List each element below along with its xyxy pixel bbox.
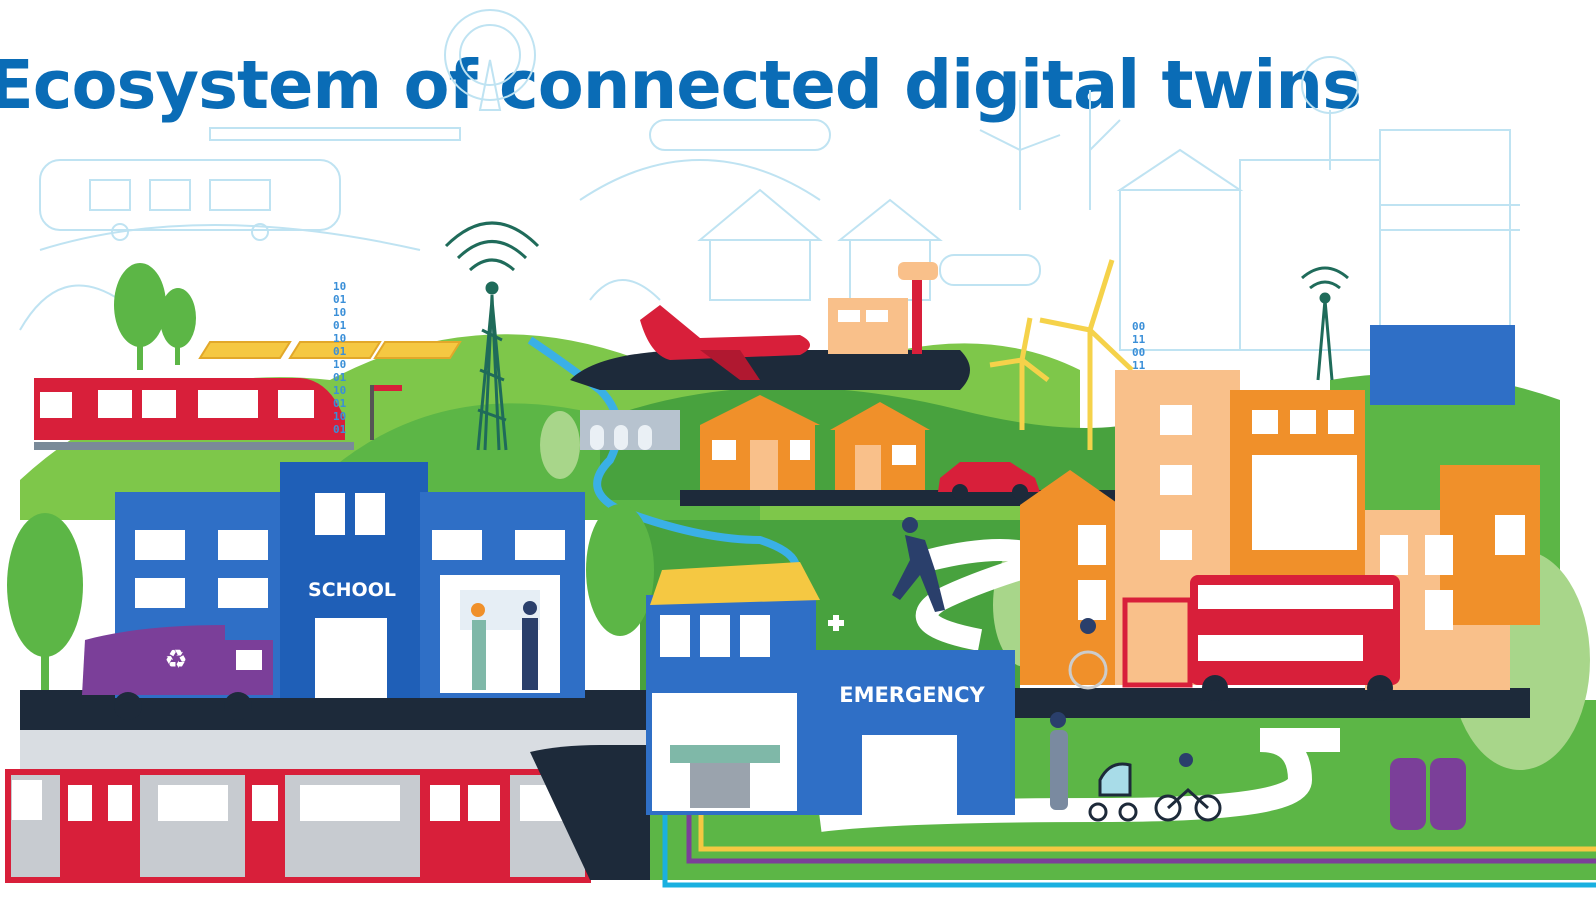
double-decker-bus (1122, 575, 1400, 701)
svg-text:10: 10 (333, 332, 346, 345)
binary-stream-left: 10 01 10 01 10 01 10 01 10 01 10 01 (333, 280, 347, 436)
airplane (640, 305, 810, 380)
svg-text:11: 11 (1132, 359, 1146, 372)
svg-text:10: 10 (333, 280, 346, 293)
solar-panels (198, 341, 462, 359)
svg-text:01: 01 (333, 345, 347, 358)
emergency-sign: EMERGENCY (839, 683, 985, 707)
recycling-truck: ♻ (82, 625, 273, 720)
svg-text:01: 01 (333, 319, 347, 332)
red-car (938, 462, 1040, 500)
telecom-tower-left (444, 221, 540, 451)
page-title: Ecosystem of connected digital twins (0, 46, 1362, 124)
recycling-bins (1390, 758, 1466, 830)
svg-text:01: 01 (333, 397, 347, 410)
svg-text:10: 10 (333, 384, 346, 397)
service-lines (662, 815, 1596, 888)
houses (700, 395, 930, 493)
roads (20, 490, 1530, 832)
bridge (580, 410, 680, 450)
bottom-train (5, 730, 660, 883)
svg-text:00: 00 (1132, 320, 1145, 333)
svg-text:♻: ♻ (164, 645, 187, 675)
telecom-tower-right (1301, 266, 1349, 381)
top-train (34, 378, 354, 450)
svg-text:01: 01 (333, 423, 347, 436)
people (471, 517, 1193, 810)
town-buildings (1020, 325, 1540, 690)
svg-text:01: 01 (333, 293, 347, 306)
wind-turbines (989, 259, 1134, 450)
school-building (115, 462, 585, 698)
hospital-building (646, 562, 1015, 815)
svg-text:00: 00 (1132, 346, 1145, 359)
railway-signal (370, 385, 402, 440)
svg-text:10: 10 (333, 306, 346, 319)
svg-text:10: 10 (333, 410, 346, 423)
background-lineart (19, 9, 1520, 351)
svg-text:10: 10 (333, 358, 346, 371)
bicycle-and-pram (1088, 762, 1222, 822)
svg-text:11: 11 (1132, 333, 1146, 346)
school-sign: SCHOOL (308, 579, 396, 601)
svg-text:01: 01 (333, 371, 347, 384)
